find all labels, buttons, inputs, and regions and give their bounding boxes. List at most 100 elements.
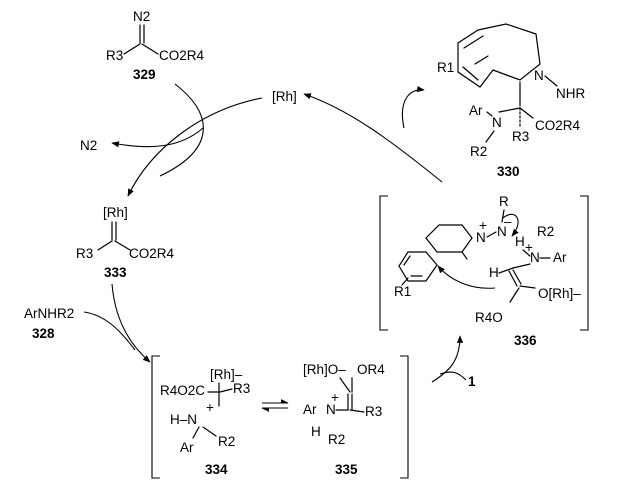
compound-334: [Rh]– R4O2C R3 H–N + Ar R2 334 <box>160 367 250 477</box>
arrow-rh-to-333 <box>127 97 263 197</box>
r1-label: R1 <box>437 60 454 75</box>
nitrogen-atom: N <box>476 230 486 245</box>
arrow-336-to-330 <box>402 85 425 129</box>
bond <box>462 66 479 81</box>
bond <box>498 267 514 274</box>
ester-label: CO2R4 <box>535 118 581 133</box>
bond <box>509 287 520 303</box>
compound-number: 330 <box>497 164 520 179</box>
arrow-335-to-336 <box>431 335 464 383</box>
r3-label: R3 <box>512 129 529 144</box>
plus-charge: + <box>331 390 339 405</box>
bond <box>403 255 411 266</box>
compound-number: 329 <box>133 67 156 82</box>
h-label: H <box>489 265 499 280</box>
bracket-left <box>151 355 160 479</box>
r-label: R <box>499 194 509 209</box>
ring <box>477 23 541 81</box>
alkoxy-label: OR4 <box>357 362 385 377</box>
bond <box>486 231 497 238</box>
compound-number: 334 <box>205 462 228 477</box>
bond <box>485 130 495 143</box>
ar-label: Ar <box>553 250 567 265</box>
ring <box>457 29 494 88</box>
ring <box>425 224 473 253</box>
r3-label: R3 <box>233 381 250 396</box>
bond <box>463 35 484 49</box>
compound-number: 335 <box>335 462 358 477</box>
bond <box>501 209 505 223</box>
h-label: H <box>515 234 525 249</box>
nh-label: H–N <box>170 412 197 427</box>
bond <box>114 240 131 251</box>
bracket-right <box>580 195 589 331</box>
bond <box>401 277 409 286</box>
plus-charge: + <box>525 240 533 255</box>
equilibrium-arrows <box>261 399 289 412</box>
compound-329: N2 R3 CO2R4 329 <box>106 9 205 82</box>
bond <box>512 269 522 285</box>
bond <box>512 263 531 269</box>
bond <box>219 388 233 393</box>
ring <box>398 251 438 282</box>
nitrogen-atom: N <box>530 250 540 265</box>
r1-label: R1 <box>394 284 411 299</box>
r4o-label: R4O <box>475 310 503 325</box>
r2-label: R2 <box>537 224 554 239</box>
enolate-label: [Rh]O– <box>303 362 346 377</box>
bond <box>339 377 351 393</box>
bond <box>141 43 159 55</box>
r2-label: R2 <box>470 144 487 159</box>
arrow-330-to-rh <box>303 93 443 183</box>
h-label: H <box>311 424 321 439</box>
compound-number: 328 <box>32 326 55 341</box>
nitrogen-byproduct: N2 <box>80 138 97 153</box>
orh-label: O[Rh]– <box>538 286 581 301</box>
plus-charge: + <box>206 400 214 415</box>
ester-label: CO2R4 <box>159 48 205 63</box>
compound-335: [Rh]O– OR4 R3 Ar N + H R2 335 <box>303 362 385 477</box>
ester-label: R4O2C <box>160 383 205 398</box>
metal-label: [Rh] <box>103 205 128 220</box>
plus-charge: + <box>479 218 487 233</box>
bond <box>461 251 468 260</box>
electron-push-arrow <box>502 213 519 237</box>
compound-333: [Rh] R3 CO2R4 333 <box>76 205 175 280</box>
arrow-reagent-1-merge <box>439 371 467 381</box>
compound-330: R1 N NHR N Ar R3 CO2R4 R2 330 <box>437 23 585 179</box>
r2-label: R2 <box>218 434 235 449</box>
nitrogen-atom: N <box>497 224 507 239</box>
bracket-left <box>379 195 388 331</box>
r2-label: R2 <box>328 432 345 447</box>
bond <box>474 55 489 65</box>
ester-label: CO2R4 <box>129 246 175 261</box>
r3-label: R3 <box>365 404 382 419</box>
electron-push-arrow <box>437 265 496 289</box>
bond <box>192 426 200 439</box>
diazo-label: N2 <box>133 9 150 24</box>
ar-label: Ar <box>180 440 194 455</box>
arrow-n2-release <box>111 127 204 148</box>
bond <box>508 270 518 287</box>
bond <box>519 107 534 119</box>
arrow-333-to-334 <box>111 283 151 363</box>
bond <box>544 75 558 87</box>
nitrogen-atom: N <box>492 115 502 130</box>
compound-number: 336 <box>514 333 537 348</box>
reagent-1-label: 1 <box>468 374 476 389</box>
r3-label: R3 <box>76 246 93 261</box>
bond <box>349 409 365 413</box>
ar-label: Ar <box>469 103 483 118</box>
amine-formula: ArNHR2 <box>24 306 74 321</box>
bond <box>519 285 536 289</box>
arrow-329-to-333 <box>159 83 204 177</box>
nitrogen-atom: N <box>326 402 336 417</box>
nitrogen-atom: N <box>534 68 544 83</box>
bond <box>202 426 217 437</box>
minus-charge: – <box>504 214 512 229</box>
arrow-328-merge <box>83 311 136 351</box>
compound-number: 333 <box>104 265 127 280</box>
bond <box>522 249 531 257</box>
bond <box>486 111 493 117</box>
